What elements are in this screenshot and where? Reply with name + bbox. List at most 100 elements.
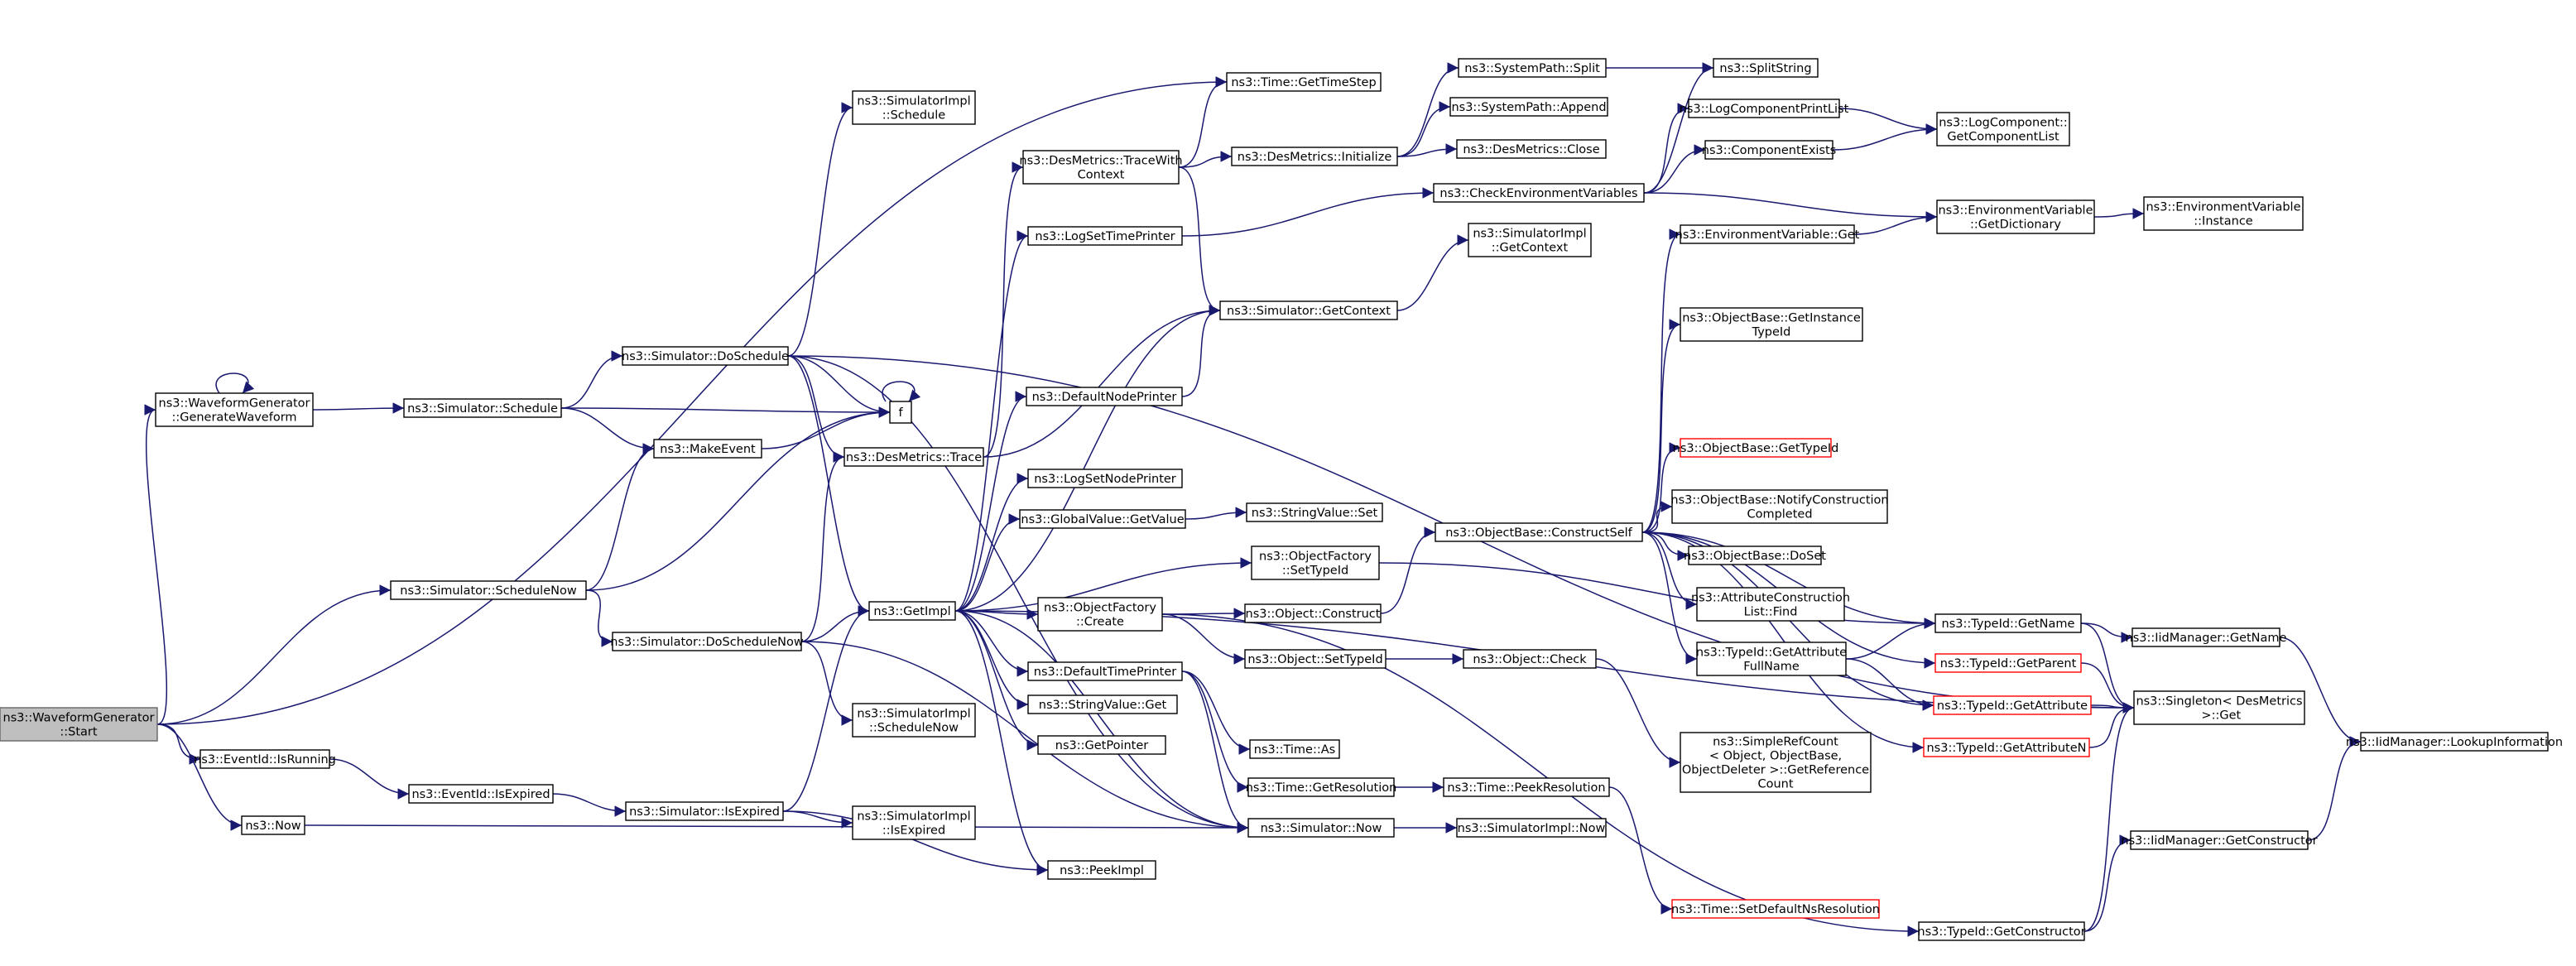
node-objconstruct[interactable]: ns3::Object::Construct xyxy=(1244,603,1382,623)
edge-doschedule-to-f xyxy=(787,355,891,418)
node-label: ns3::ComponentExists xyxy=(1702,144,1837,157)
node-simplerefcount[interactable]: ns3::SimpleRefCount< Object, ObjectBase,… xyxy=(1680,732,1872,793)
node-isrunning[interactable]: ns3::EventId::IsRunning xyxy=(194,749,336,769)
edge-line xyxy=(1641,531,1925,753)
node-envinstance[interactable]: ns3::EnvironmentVariable::Instance xyxy=(2143,196,2304,231)
node-iidlookup[interactable]: ns3::IidManager::LookupInformation xyxy=(2346,732,2563,752)
edge-line xyxy=(954,610,1249,834)
node-logcompprint[interactable]: ns3::LogComponentPrintList xyxy=(1680,99,1849,118)
node-iidgetctor[interactable]: ns3::IidManager::GetConstructor xyxy=(2121,830,2318,850)
node-schednow[interactable]: ns3::Simulator::ScheduleNow xyxy=(390,580,587,600)
edge-genwave-to-sched xyxy=(312,402,405,414)
node-box xyxy=(852,805,976,840)
node-envget[interactable]: ns3::EnvironmentVariable::Get xyxy=(1675,224,1860,244)
edge-line xyxy=(800,641,1249,834)
node-f[interactable]: f xyxy=(889,401,912,424)
node-setdefaultns[interactable]: ns3::Time::SetDefaultNsResolution xyxy=(1671,899,1880,919)
node-implgetctx[interactable]: ns3::SimulatorImpl::GetContext xyxy=(1468,223,1592,257)
node-doschedule[interactable]: ns3::Simulator::DoSchedule xyxy=(622,346,789,366)
node-getpointer[interactable]: ns3::GetPointer xyxy=(1037,735,1166,755)
edge-line xyxy=(782,605,870,812)
node-simnow[interactable]: ns3::Simulator::Now xyxy=(1247,818,1395,838)
node-implnow[interactable]: ns3::SimulatorImpl::Now xyxy=(1456,818,1607,838)
edge-line xyxy=(954,557,1252,612)
node-logsetnode[interactable]: ns3::LogSetNodePrinter xyxy=(1027,469,1183,488)
node-simgetctx[interactable]: ns3::Simulator::GetContext xyxy=(1219,300,1398,320)
node-implschednow[interactable]: ns3::SimulatorImpl::ScheduleNow xyxy=(852,703,976,738)
node-constructself[interactable]: ns3::ObjectBase::ConstructSelf xyxy=(1435,522,1643,542)
node-obdoset[interactable]: ns3::ObjectBase::DoSet xyxy=(1684,545,1826,565)
node-label: ns3::LogComponent:: xyxy=(1939,117,2068,130)
node-spappend[interactable]: ns3::SystemPath::Append xyxy=(1449,97,1608,117)
node-label: ::SetTypeId xyxy=(1282,565,1348,578)
node-makeevent[interactable]: ns3::MakeEvent xyxy=(653,439,762,459)
node-box xyxy=(1688,99,1840,118)
edge-gvget-to-svset xyxy=(1185,507,1247,520)
node-tidgetname[interactable]: ns3::TypeId::GetName xyxy=(1934,613,2082,633)
node-tidgetattr[interactable]: ns3::TypeId::GetAttribute xyxy=(1933,695,2092,715)
node-tidgetctor[interactable]: ns3::TypeId::GetConstructor xyxy=(1917,921,2086,941)
node-gvget[interactable]: ns3::GlobalValue::GetValue xyxy=(1019,509,1186,529)
node-singleton[interactable]: ns3::Singleton< DesMetrics >::Get xyxy=(2133,690,2305,725)
node-compexists[interactable]: ns3::ComponentExists xyxy=(1702,140,1837,160)
node-destrace[interactable]: ns3::DesMetrics::Trace xyxy=(843,447,984,467)
node-gettimestep[interactable]: ns3::Time::GetTimeStep xyxy=(1226,72,1382,92)
edge-genwave-to-genwave xyxy=(215,372,255,394)
node-defnodeprinter[interactable]: ns3::DefaultNodePrinter xyxy=(1026,387,1183,406)
node-ofcreate[interactable]: ns3::ObjectFactory::Create xyxy=(1037,597,1163,632)
node-checkenv[interactable]: ns3::CheckEnvironmentVariables xyxy=(1433,183,1645,203)
node-isexpired[interactable]: ns3::EventId::IsExpired xyxy=(408,784,554,804)
node-envgetdict[interactable]: ns3::EnvironmentVariable::GetDictionary xyxy=(1936,199,2095,234)
node-implisexpired[interactable]: ns3::SimulatorImpl::IsExpired xyxy=(852,805,976,840)
node-logcompget[interactable]: ns3::LogComponent::GetComponentList xyxy=(1936,112,2070,147)
node-desclose[interactable]: ns3::DesMetrics::Close xyxy=(1456,139,1607,159)
node-label: ns3::EnvironmentVariable xyxy=(1938,204,2093,218)
edge-line xyxy=(1641,319,1681,533)
node-box xyxy=(1022,150,1180,185)
node-label: ns3::GetPointer xyxy=(1055,739,1149,752)
node-objcheck[interactable]: ns3::Object::Check xyxy=(1463,649,1597,669)
node-label: ns3::ObjectBase::DoSet xyxy=(1684,550,1826,563)
node-box xyxy=(1936,199,2095,234)
edge-line xyxy=(585,589,613,647)
node-ofsettypeid[interactable]: ns3::ObjectFactory::SetTypeId xyxy=(1251,545,1380,580)
node-obgettypeid[interactable]: ns3::ObjectBase::GetTypeId xyxy=(1673,438,1839,458)
edge-destrace-to-tracewith xyxy=(983,161,1024,458)
node-label: ns3::DesMetrics::TraceWith xyxy=(1019,155,1182,168)
node-label: ns3::SimulatorImpl::Now xyxy=(1458,822,1606,835)
node-label: ns3::TypeId::GetConstructor xyxy=(1917,925,2085,939)
node-doschednow[interactable]: ns3::Simulator::DoScheduleNow xyxy=(610,632,804,651)
edge-line xyxy=(954,513,1021,612)
node-desinit[interactable]: ns3::DesMetrics::Initialize xyxy=(1231,147,1398,166)
node-timegetres[interactable]: ns3::Time::GetResolution xyxy=(1246,777,1397,797)
node-splitstring[interactable]: ns3::SplitString xyxy=(1713,58,1819,78)
node-iidgetname[interactable]: ns3::IidManager::GetName xyxy=(2126,627,2287,647)
node-label: ns3::Object::Construct xyxy=(1246,608,1381,621)
node-simisexpired[interactable]: ns3::Simulator::IsExpired xyxy=(625,801,784,821)
node-deftimeprinter[interactable]: ns3::DefaultTimePrinter xyxy=(1027,661,1183,681)
node-peekimpl[interactable]: ns3::PeekImpl xyxy=(1047,860,1156,880)
node-svget[interactable]: ns3::StringValue::Get xyxy=(1027,694,1178,714)
node-label: ns3::SimulatorImpl xyxy=(1473,228,1586,241)
node-sched[interactable]: ns3::Simulator::Schedule xyxy=(403,398,562,418)
node-spsplit[interactable]: ns3::SystemPath::Split xyxy=(1458,58,1607,78)
node-tidgetparent[interactable]: ns3::TypeId::GetParent xyxy=(1934,653,2082,673)
node-obnotify[interactable]: ns3::ObjectBase::NotifyConstructionCompl… xyxy=(1670,489,1889,524)
node-timepeekres[interactable]: ns3::Time::PeekResolution xyxy=(1443,777,1610,797)
node-tidgetattrn[interactable]: ns3::TypeId::GetAttributeN xyxy=(1923,738,2090,757)
node-objsettypeid[interactable]: ns3::Object::SetTypeId xyxy=(1244,649,1387,669)
node-now1[interactable]: ns3::Now xyxy=(241,815,305,835)
node-logsettime[interactable]: ns3::LogSetTimePrinter xyxy=(1027,226,1183,246)
node-implschedule[interactable]: ns3::SimulatorImpl::Schedule xyxy=(852,90,976,125)
node-getimpl[interactable]: ns3::GetImpl xyxy=(868,601,956,621)
node-svset[interactable]: ns3::StringValue::Set xyxy=(1246,502,1383,522)
node-timeas[interactable]: ns3::Time::As xyxy=(1249,739,1340,759)
node-start[interactable]: ns3::WaveformGenerator::Start xyxy=(0,707,158,742)
node-box xyxy=(1027,226,1183,246)
edge-line xyxy=(312,402,405,414)
node-genwave[interactable]: ns3::WaveformGenerator::GenerateWaveform xyxy=(155,392,314,427)
